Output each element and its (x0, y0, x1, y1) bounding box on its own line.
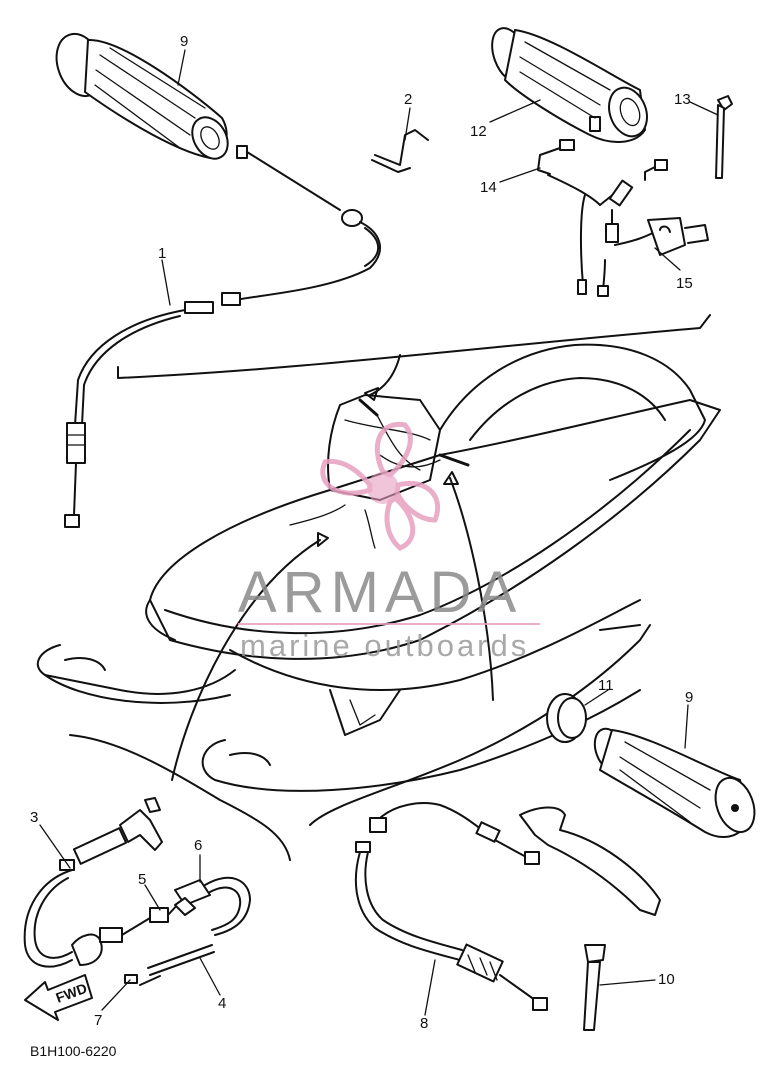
callout-1: 1 (158, 245, 166, 262)
callout-11: 11 (598, 677, 614, 694)
clip-icon (371, 129, 429, 173)
propeller-logo-icon (320, 421, 441, 551)
callout-8: 8 (420, 1015, 428, 1032)
callout-2: 2 (404, 91, 412, 108)
tie-strap-large-icon (583, 944, 606, 1031)
leader-lines (39, 49, 719, 1016)
watermark: ARMADA marine outboards (238, 421, 540, 663)
brake-cable-icon (354, 802, 548, 1011)
callout-10: 10 (658, 971, 675, 988)
tie-strap-small-icon (715, 95, 733, 179)
throttle-cable-icon (64, 145, 381, 528)
reference-arrows (171, 354, 494, 781)
callout-9-right: 9 (685, 689, 693, 706)
grip-top-icon (55, 33, 229, 160)
choke-lever-icon (72, 797, 163, 865)
callout-6: 6 (194, 837, 202, 854)
left-ski (36, 644, 236, 704)
handlebar-icon (289, 398, 470, 549)
watermark-title: ARMADA (238, 560, 522, 625)
callout-9-top: 9 (180, 33, 188, 50)
collar-11-icon (546, 693, 587, 743)
wiring-harness-icon (537, 139, 709, 297)
callout-labels: 9 2 12 13 14 15 1 3 5 6 4 7 8 11 9 10 (30, 33, 693, 1032)
fwd-arrow-icon: FWD (24, 974, 93, 1021)
brake-lever-icon (519, 806, 661, 916)
grip-switch-icon (491, 27, 648, 143)
cable-assembly-6-icon (167, 876, 251, 936)
snowmobile-outline (145, 343, 721, 736)
callout-14: 14 (480, 179, 497, 196)
callout-13: 13 (674, 91, 691, 108)
section-dividers (69, 314, 711, 861)
callout-7: 7 (94, 1012, 102, 1029)
wire-harness-4-icon (124, 944, 215, 986)
callout-4: 4 (218, 995, 226, 1012)
grip-bottom-icon (593, 727, 756, 838)
watermark-subtitle: marine outboards (240, 628, 529, 663)
callout-3: 3 (30, 809, 38, 826)
choke-cable-icon (23, 859, 169, 968)
callout-12: 12 (470, 123, 487, 140)
callout-5: 5 (138, 871, 146, 888)
callout-15: 15 (676, 275, 693, 292)
diagram-code: B1H100-6220 (30, 1043, 117, 1059)
